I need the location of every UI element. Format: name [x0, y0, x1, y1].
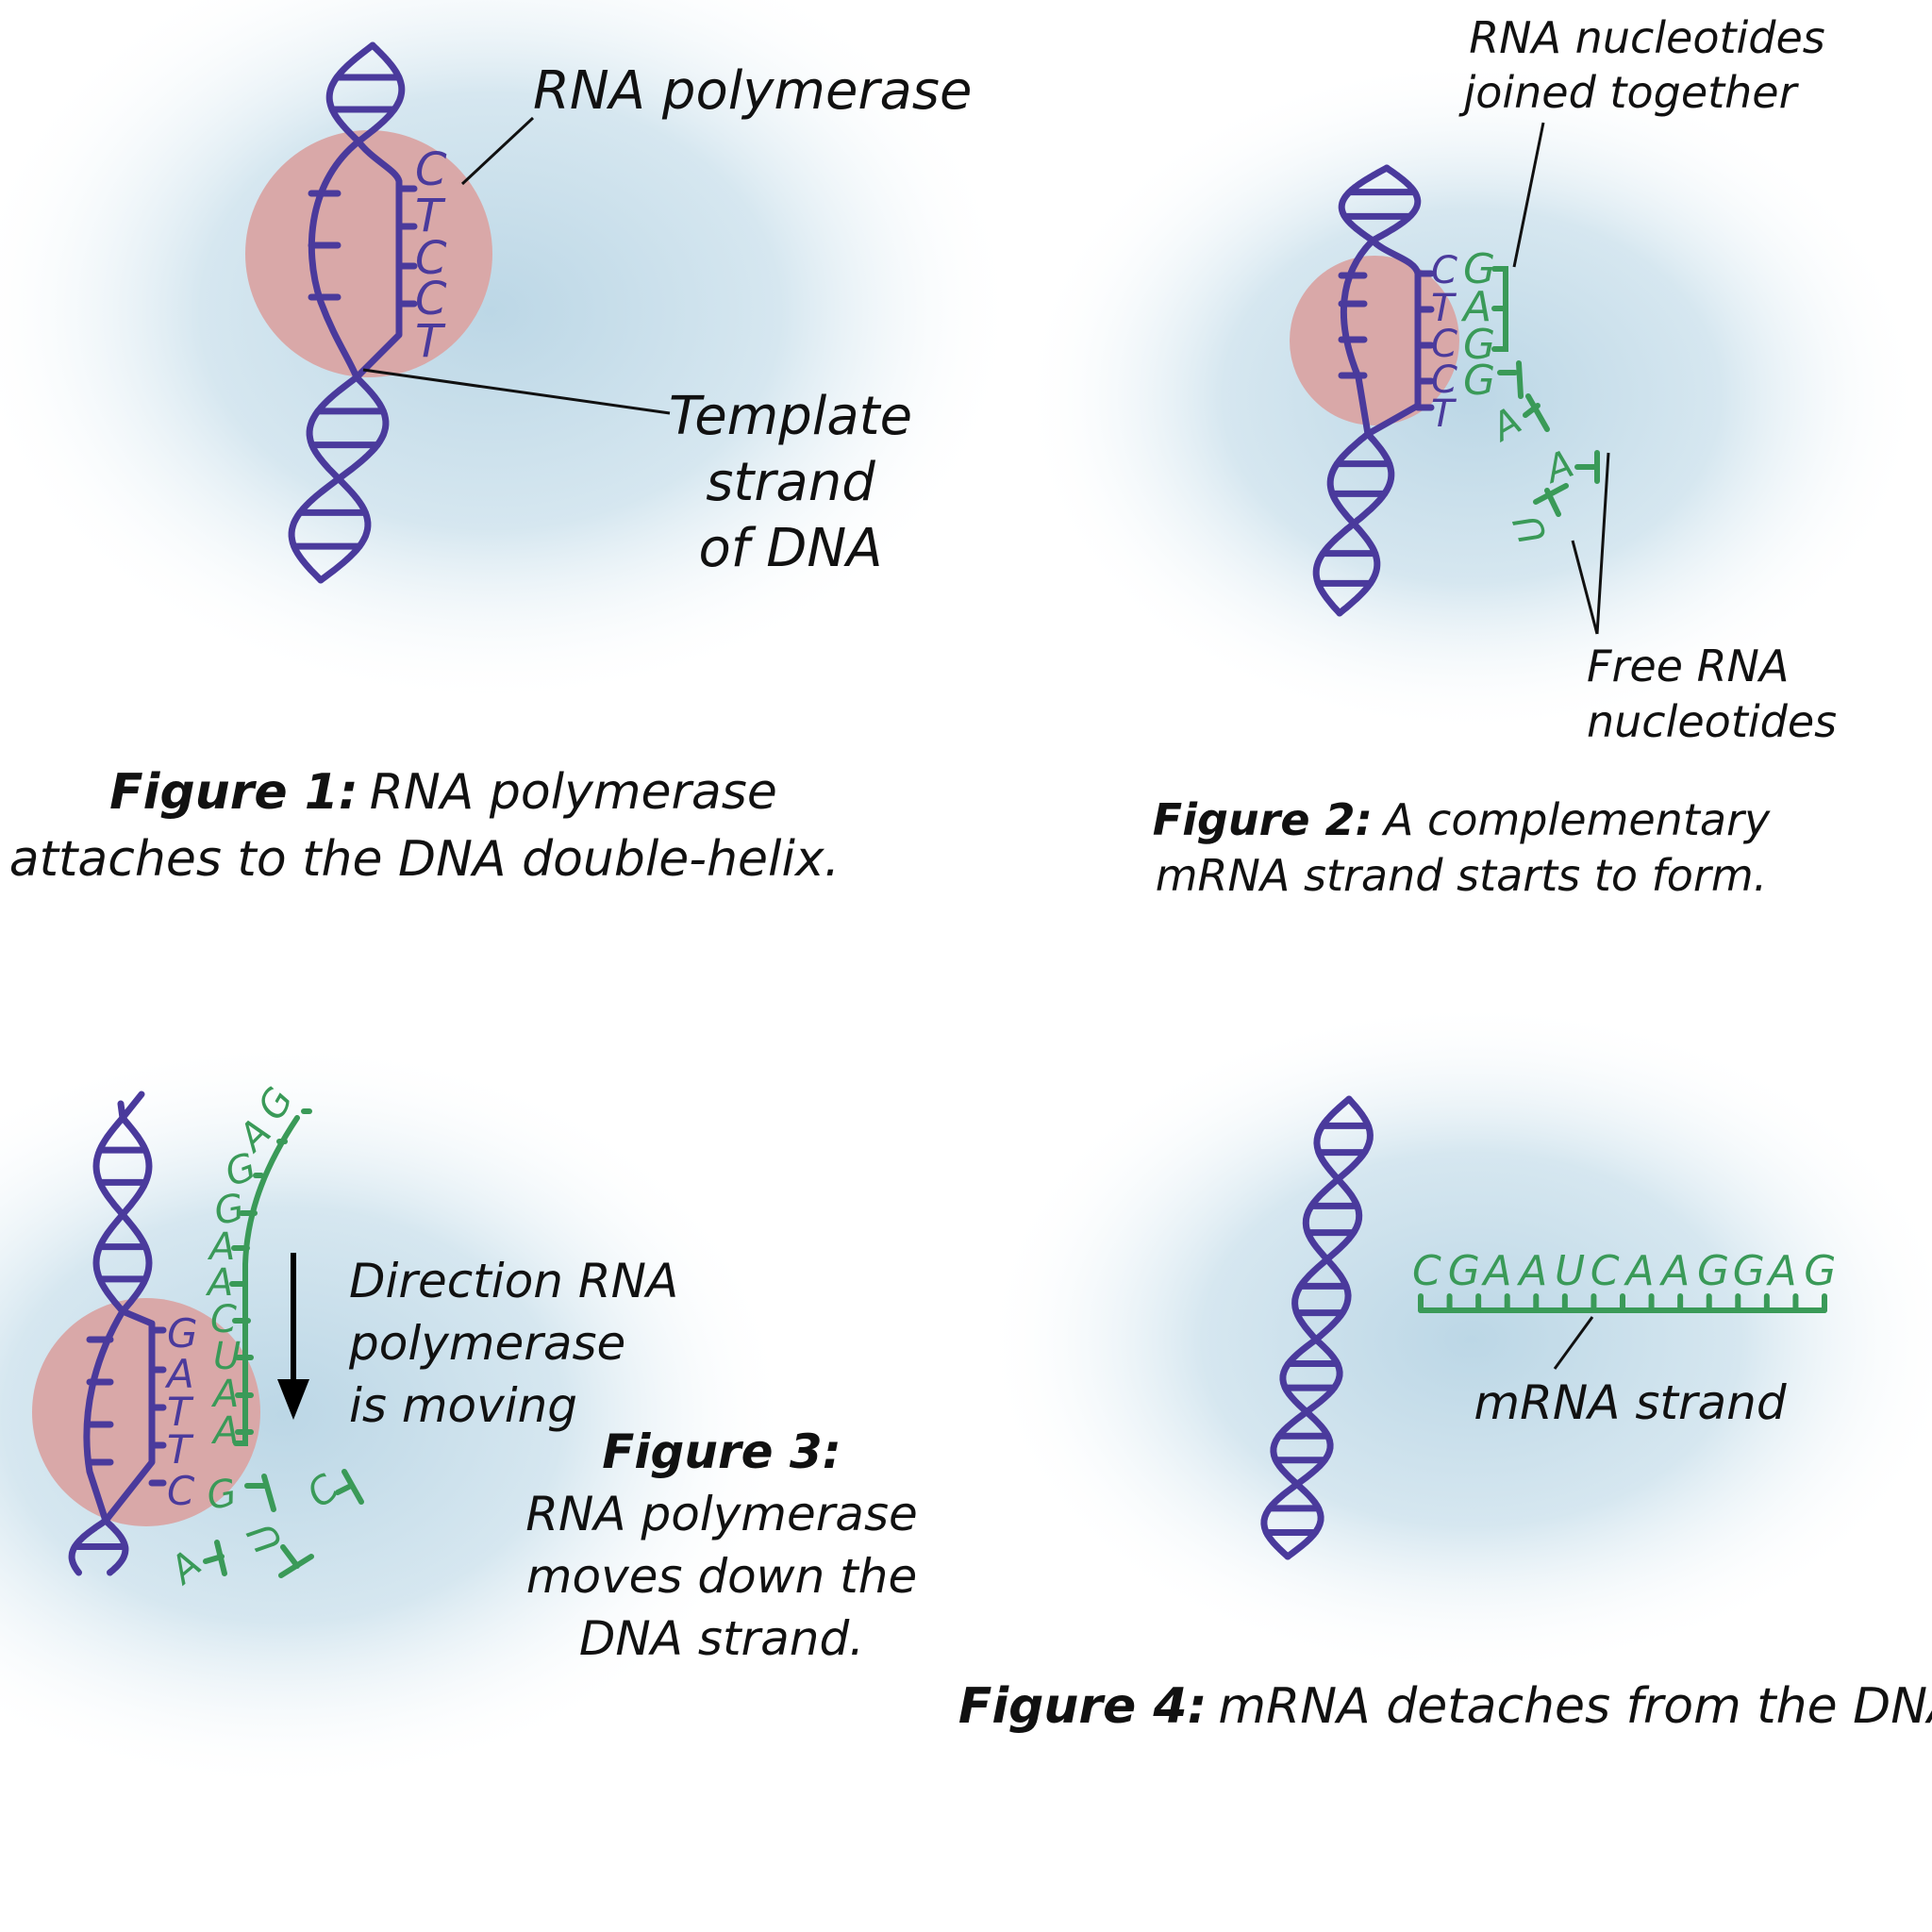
figure3-template-base: C — [167, 1468, 195, 1514]
figure2-label-joined-2: joined together — [1457, 67, 1799, 118]
figure1-dna-top-helix-strand-a — [355, 42, 406, 145]
figure2-joined-rna-base: G — [1463, 245, 1495, 293]
figure1-label-template-1: Template — [669, 386, 912, 447]
figure1-label-polymerase: RNA polymerase — [533, 60, 972, 122]
figure4-caption-bold: Figure 4: — [958, 1678, 1208, 1735]
figure2-free-pointer-1 — [1595, 452, 1610, 635]
figure2-template-base: T — [1431, 287, 1457, 330]
figure1-caption-bold: Figure 1: — [109, 764, 358, 821]
figure2-label-free-1: Free RNA — [1587, 641, 1789, 691]
figure1-template-strand — [353, 138, 403, 381]
figure2-background-glow — [1019, 57, 1924, 736]
figure4-caption: Figure 4:mRNA detaches from the DNA. — [958, 1678, 1932, 1735]
figure4-mrna-pointer — [1553, 1316, 1594, 1370]
figure3-caption-line3: DNA strand. — [579, 1611, 864, 1666]
figure3-template-strand — [102, 1307, 156, 1524]
figure1-dna-top-helix-strand-b — [325, 42, 376, 145]
figure3-caption-line1: RNA polymerase — [525, 1487, 918, 1541]
figure3-template-base: A — [164, 1351, 194, 1397]
figure4-mrna-base: A — [1624, 1247, 1655, 1295]
figure3-caption-line2: moves down the — [526, 1549, 917, 1604]
figure3-template-base: G — [167, 1310, 198, 1357]
figure2-free-tbar — [1574, 450, 1600, 484]
figure1-caption-text: RNA polymerase — [370, 764, 777, 821]
figure1-rna-polymerase — [245, 130, 492, 377]
figure1-coding-strand — [308, 138, 362, 381]
figure2-joined-rna-base: A — [1460, 283, 1491, 331]
figure1-template-base: T — [415, 190, 446, 242]
figure3-background-glow — [0, 1038, 792, 1792]
figure1-caption-line1: Figure 1:RNA polymerase — [109, 764, 777, 821]
figure4-mrna-base: C — [1591, 1247, 1620, 1295]
figure3-free-tbar — [244, 1474, 276, 1512]
figure4-mrna-base: G — [1448, 1247, 1480, 1295]
figure3-dna-top-ends — [117, 1091, 145, 1122]
figure1-template-base: C — [415, 143, 447, 196]
figure3-rna-base: A — [207, 1225, 235, 1269]
figure4-dna-bottom-helix-strand-b — [1260, 1336, 1334, 1560]
figure4-dna-top-helix-strand-a — [1302, 1095, 1374, 1343]
figure1-background-glow — [0, 0, 1019, 708]
figure4-mrna-base: G — [1697, 1247, 1729, 1295]
figure3-free-tbar — [203, 1540, 227, 1576]
figure3-label-direction-3: is moving — [349, 1378, 577, 1433]
figure4-label-mrna: mRNA strand — [1474, 1375, 1786, 1430]
figure4-mrna-base: A — [1481, 1247, 1512, 1295]
figure1-caption-line2: attaches to the DNA double-helix. — [9, 831, 840, 888]
figure3-direction-arrow-head-icon — [277, 1379, 309, 1420]
figure3-label-direction-2: polymerase — [348, 1316, 625, 1371]
figure3-rna-base: A — [210, 1409, 239, 1453]
figure3-free-tbar — [278, 1544, 314, 1578]
figure2-template-base: C — [1431, 358, 1457, 402]
figure4-background-glow — [981, 1000, 1932, 1679]
figure2-caption-line2: mRNA strand starts to form. — [1156, 850, 1768, 901]
figure4-dna-top-helix-strand-b — [1291, 1095, 1363, 1343]
figure1-label-template-3: of DNA — [698, 518, 882, 579]
figure2-joined-pointer — [1512, 122, 1545, 268]
figure4-mrna-base: A — [1516, 1247, 1547, 1295]
figure3-template-base: T — [167, 1389, 194, 1435]
figure4-mrna-base: A — [1658, 1247, 1690, 1295]
figure1-template-base: T — [415, 315, 446, 368]
figure2-dna-top-helix-strand-a — [1369, 164, 1422, 244]
figure4-mrna-base: C — [1412, 1247, 1441, 1295]
figure3-caption-bold: Figure 3: — [602, 1424, 841, 1479]
figure2-free-pointer-2 — [1571, 540, 1599, 635]
figure3-label-direction-1: Direction RNA — [349, 1254, 678, 1308]
figure2-template-base: C — [1431, 323, 1457, 366]
figure3-rna-base: A — [205, 1261, 233, 1305]
figure4-dna-bottom-helix-strand-a — [1270, 1336, 1343, 1560]
figure1-label-template-2: strand — [706, 452, 875, 513]
figure2-joined-rna-base: G — [1463, 321, 1495, 369]
figure4-mrna-base: G — [1733, 1247, 1765, 1295]
figure3-rna-base: A — [210, 1373, 239, 1416]
figure2-free-tbar — [1533, 483, 1569, 517]
figure3-template-base: T — [167, 1426, 194, 1473]
figure2-label-free-2: nucleotides — [1587, 696, 1837, 747]
figure4-caption-text: mRNA detaches from the DNA. — [1218, 1678, 1932, 1735]
figure1-template-pointer — [362, 368, 671, 415]
figure4-mrna-base: G — [1804, 1247, 1836, 1295]
figure2-dna-top-helix-strand-b — [1338, 164, 1391, 244]
figure2-free-tbar — [1523, 393, 1550, 432]
figure2-caption-text: A complementary — [1381, 794, 1771, 845]
figure1-template-base: C — [415, 232, 447, 285]
figure2-joined-rna-base: G — [1463, 357, 1495, 405]
figure1-template-base: C — [415, 273, 447, 325]
figure3-rna-strand — [233, 1115, 300, 1446]
figure4-mrna-base: A — [1766, 1247, 1797, 1295]
figure2-caption-line1: Figure 2:A complementary — [1153, 794, 1771, 845]
figure2-template-base: T — [1431, 392, 1457, 436]
figure3-free-tbar — [335, 1469, 364, 1505]
figure2-label-joined-1: RNA nucleotides — [1469, 12, 1825, 63]
figure2-caption-bold: Figure 2: — [1153, 794, 1373, 845]
figure2-template-base: C — [1431, 249, 1457, 292]
figure4-mrna-base: U — [1555, 1247, 1585, 1295]
figure2-bond-tbar — [1497, 360, 1524, 399]
figure1-polymerase-pointer — [460, 116, 535, 186]
